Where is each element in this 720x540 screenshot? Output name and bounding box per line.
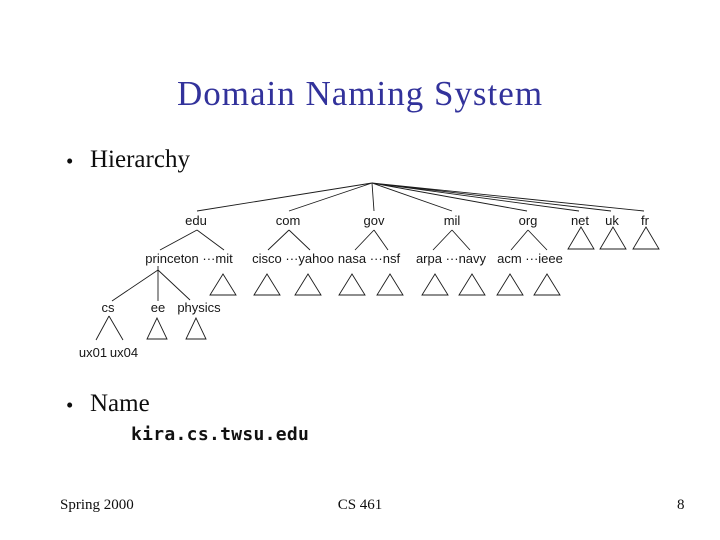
tree-node-arpa-navy: arpa ···navy [416, 251, 487, 266]
bullet-hierarchy: Hierarchy [90, 146, 190, 173]
domain-example-text: kira.cs.twsu.edu [131, 424, 310, 445]
tree-node-ux04: ux04 [110, 345, 138, 360]
tree-node-mil: mil [444, 213, 461, 228]
tree-root-edges [196, 182, 645, 212]
tree-node-princeton-mit: princeton ···mit [145, 251, 233, 266]
tree-node-org: org [519, 213, 538, 228]
tree-node-cisco-yahoo: cisco ···yahoo [252, 251, 334, 266]
slide-title: Domain Naming System [176, 74, 544, 113]
subtree-triangles-level2 [209, 273, 561, 296]
bullet-name: Name [90, 390, 150, 417]
tree-node-fr: fr [641, 213, 650, 228]
footer-page-number: 8 [677, 497, 685, 513]
tree-node-uk: uk [605, 213, 619, 228]
tree-node-ux01: ux01 [79, 345, 107, 360]
tree-node-edu: edu [185, 213, 207, 228]
footer-semester: Spring 2000 [60, 497, 134, 513]
bullet-icon: • [66, 149, 74, 173]
subtree-triangles-net-uk-fr [567, 226, 660, 250]
tree-node-acm-ieee: acm ···ieee [497, 251, 563, 266]
tree-node-cs: cs [102, 300, 116, 315]
bullet-icon: • [66, 393, 74, 417]
tree-level1-forks [159, 229, 548, 251]
tree-node-ee: ee [151, 300, 165, 315]
tree-node-net: net [571, 213, 589, 228]
footer-course: CS 461 [337, 497, 383, 513]
tree-node-gov: gov [364, 213, 385, 228]
subtree-triangles-ee-physics [146, 316, 207, 340]
tree-node-nasa-nsf: nasa ···nsf [338, 251, 401, 266]
tree-cs-fork [95, 315, 124, 341]
tree-princeton-fork [111, 266, 191, 302]
tree-node-physics: physics [177, 300, 221, 315]
tree-node-com: com [276, 213, 301, 228]
